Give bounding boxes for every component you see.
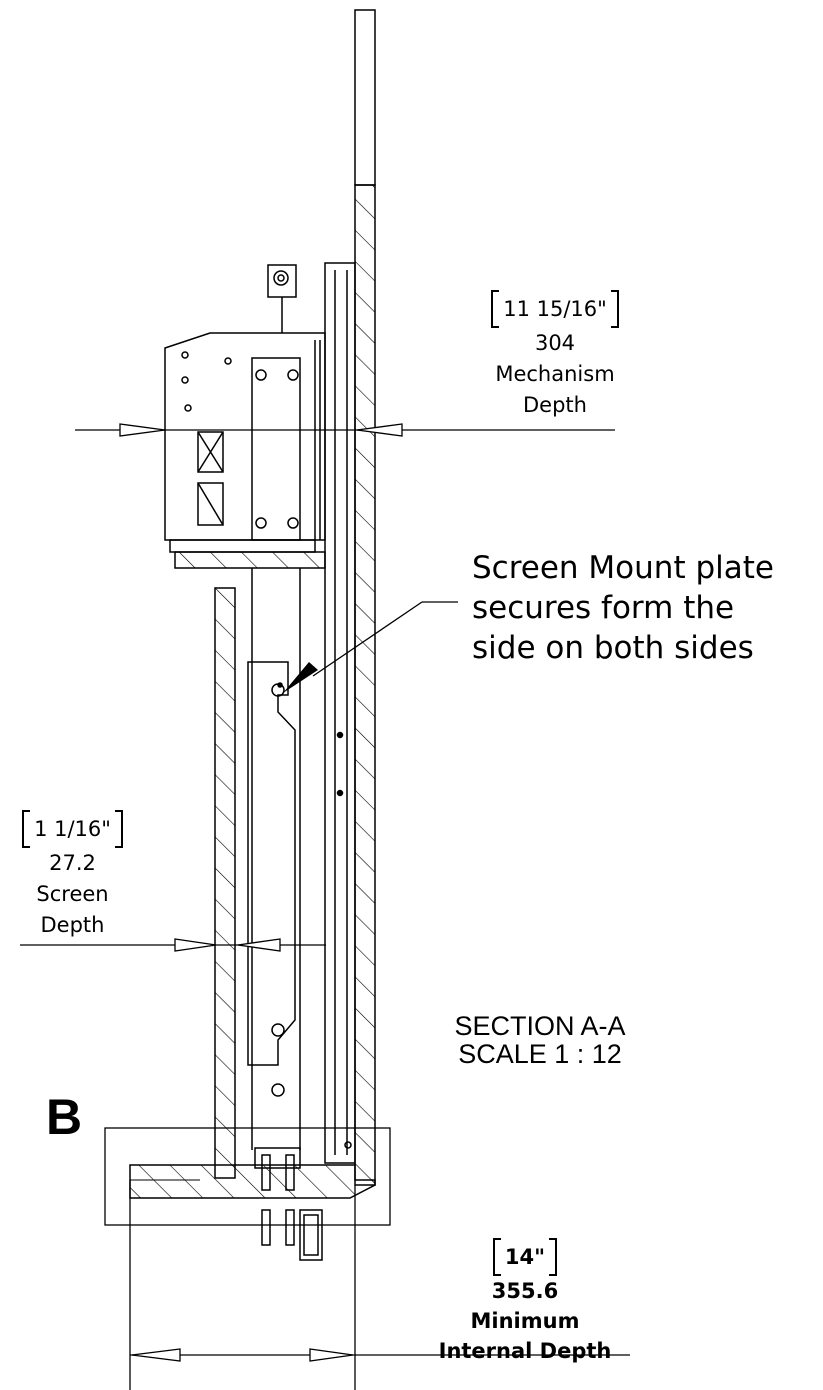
screen-depth-dimension: [20, 938, 326, 952]
internal-depth-text-2: Internal Depth: [438, 1339, 612, 1363]
screen-depth-metric: 27.2: [49, 851, 96, 875]
mechanism-housing: [164, 332, 326, 553]
vertical-rail: [324, 262, 356, 1164]
callout-line-3: side on both sides: [472, 630, 754, 666]
internal-depth-metric: 355.6: [491, 1279, 559, 1303]
mechanism-depth-label: 11 15/16" 304 Mechanism Depth: [470, 290, 640, 421]
bracket-right: [610, 290, 619, 328]
screen-column: [247, 568, 323, 1261]
screen-depth-imperial: 1 1/16": [34, 816, 111, 841]
base-floor: [129, 1164, 376, 1199]
internal-depth-label: 14" 355.6 Minimum Internal Depth: [430, 1238, 620, 1366]
bracket-right: [114, 810, 123, 848]
screen-depth-text-1: Screen: [36, 882, 109, 906]
bracket-left: [491, 290, 500, 328]
detail-b-box: [104, 1127, 391, 1226]
internal-depth-dimension: [129, 1180, 630, 1390]
screen-depth-text-2: Depth: [40, 913, 105, 937]
internal-depth-text-1: Minimum: [470, 1309, 580, 1333]
mechanism-depth-metric: 304: [534, 331, 576, 355]
left-wall: [214, 587, 236, 1179]
right-wall: [354, 9, 376, 1186]
detail-letter: B: [46, 1089, 83, 1145]
callout-leader: [283, 601, 458, 693]
callout-line-2: secures form the: [472, 590, 735, 626]
bracket-left: [492, 1238, 501, 1276]
pulley-bracket: [267, 264, 297, 333]
section-title-text: SECTION A-A: [454, 1011, 626, 1041]
mechanism-depth-imperial: 11 15/16": [503, 296, 607, 321]
section-title: SECTION A-A SCALE 1 : 12: [420, 1012, 660, 1068]
bracket-right: [549, 1238, 558, 1276]
mechanism-depth-dimension: [75, 423, 615, 437]
mount-shelf: [174, 551, 326, 569]
section-scale-text: SCALE 1 : 12: [458, 1039, 622, 1069]
callout-line-1: Screen Mount plate: [472, 550, 774, 586]
callout-note: Screen Mount plate secures form the side…: [472, 548, 774, 668]
screen-depth-label: 1 1/16" 27.2 Screen Depth: [0, 810, 145, 941]
bracket-left: [22, 810, 31, 848]
mechanism-depth-text-2: Depth: [523, 393, 587, 417]
mechanism-depth-text-1: Mechanism: [495, 362, 615, 386]
internal-depth-imperial: 14": [504, 1245, 546, 1269]
